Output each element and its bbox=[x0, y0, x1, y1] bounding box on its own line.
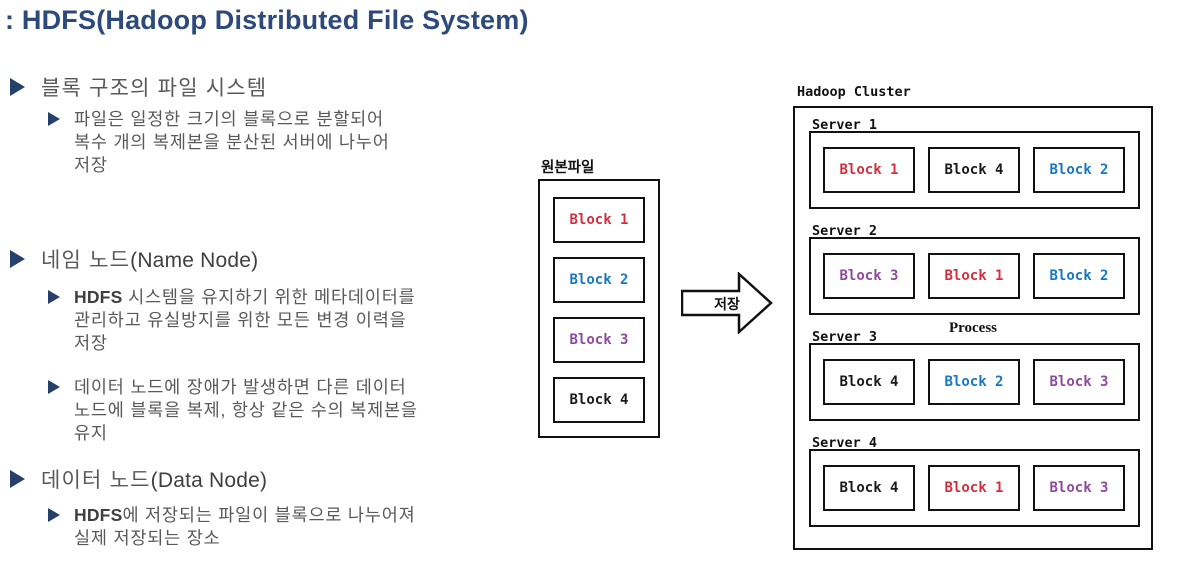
bullet-triangle-icon bbox=[48, 508, 60, 522]
bullet-text: HDFS에 저장되는 파일이 블록으로 나누어져 실제 저장되는 장소 bbox=[74, 504, 416, 550]
section-heading-data-node: 데이터 노드(Data Node) bbox=[0, 464, 267, 494]
section-heading-text: 블록 구조의 파일 시스템 bbox=[41, 72, 267, 102]
bullet-triangle-icon bbox=[48, 380, 60, 394]
cluster-label: Hadoop Cluster bbox=[797, 84, 911, 100]
server-1-box: Block 1 Block 4 Block 2 bbox=[809, 131, 1140, 209]
bullet-line: 저장 bbox=[74, 333, 108, 353]
process-label: Process bbox=[948, 320, 998, 336]
source-block-4: Block 4 bbox=[553, 377, 645, 423]
save-arrow-label: 저장 bbox=[714, 296, 740, 312]
section-heading-name-node: 네임 노드(Name Node) bbox=[0, 244, 258, 274]
bullet-line: 시스템을 유지하기 위한 메타데이터를 bbox=[122, 287, 416, 307]
hadoop-cluster-box: Server 1 Block 1 Block 4 Block 2 Server … bbox=[793, 106, 1153, 550]
bullet-line: 저장 bbox=[74, 155, 108, 175]
bullet-triangle-icon bbox=[10, 78, 25, 96]
bullet-text: 파일은 일정한 크기의 블록으로 분할되어 복수 개의 복제본을 분산된 서버에… bbox=[74, 108, 390, 177]
source-file-label: 원본파일 bbox=[541, 160, 595, 176]
server-3-box: Block 4 Block 2 Block 3 bbox=[809, 343, 1140, 421]
heading-english: (Name Node) bbox=[130, 249, 259, 272]
bullet-line: 관리하고 유실방지를 위한 모든 변경 이력을 bbox=[74, 310, 407, 330]
server-3-label: Server 3 bbox=[812, 329, 878, 345]
save-arrow: 저장 bbox=[680, 271, 773, 335]
bold-term: HDFS bbox=[74, 287, 123, 307]
server-2-block-b: Block 1 bbox=[928, 253, 1020, 299]
server-4-box: Block 4 Block 1 Block 3 bbox=[809, 449, 1140, 527]
bullet-storage-place: HDFS에 저장되는 파일이 블록으로 나누어져 실제 저장되는 장소 bbox=[0, 504, 416, 550]
bullet-triangle-icon bbox=[10, 470, 25, 488]
section-heading-text: 네임 노드(Name Node) bbox=[41, 244, 258, 274]
bullet-replication: 데이터 노드에 장애가 발생하면 다른 데이터 노드에 블록을 복제, 항상 같… bbox=[0, 376, 418, 445]
server-1-block-a: Block 1 bbox=[823, 147, 915, 193]
server-1-label: Server 1 bbox=[812, 117, 878, 133]
heading-english: (Data Node) bbox=[150, 469, 268, 492]
bullet-text: 데이터 노드에 장애가 발생하면 다른 데이터 노드에 블록을 복제, 항상 같… bbox=[74, 376, 418, 445]
bullet-line: 데이터 노드에 장애가 발생하면 다른 데이터 bbox=[74, 377, 407, 397]
heading-korean: 블록 구조의 파일 시스템 bbox=[41, 77, 268, 100]
bullet-file-split: 파일은 일정한 크기의 블록으로 분할되어 복수 개의 복제본을 분산된 서버에… bbox=[0, 108, 390, 177]
bullet-triangle-icon bbox=[10, 250, 25, 268]
source-block-3: Block 3 bbox=[553, 317, 645, 363]
heading-korean: 데이터 노드 bbox=[41, 469, 151, 492]
bullet-line: 에 저장되는 파일이 블록으로 나누어져 bbox=[122, 505, 416, 525]
bullet-text: HDFS 시스템을 유지하기 위한 메타데이터를 관리하고 유실방지를 위한 모… bbox=[74, 286, 416, 355]
right-arrow-icon bbox=[680, 271, 773, 335]
server-3-block-a: Block 4 bbox=[823, 359, 915, 405]
bullet-line: 노드에 블록을 복제, 항상 같은 수의 복제본을 bbox=[74, 400, 418, 420]
bold-term: HDFS bbox=[74, 505, 123, 525]
bullet-line: 유지 bbox=[74, 423, 108, 443]
server-4-block-c: Block 3 bbox=[1033, 465, 1125, 511]
server-2-block-c: Block 2 bbox=[1033, 253, 1125, 299]
source-file-box: Block 1 Block 2 Block 3 Block 4 bbox=[538, 179, 660, 438]
server-2-box: Block 3 Block 1 Block 2 bbox=[809, 237, 1140, 315]
server-4-block-a: Block 4 bbox=[823, 465, 915, 511]
server-2-label: Server 2 bbox=[812, 223, 878, 239]
source-block-2: Block 2 bbox=[553, 257, 645, 303]
heading-korean: 네임 노드 bbox=[41, 249, 131, 272]
section-heading-block-structure: 블록 구조의 파일 시스템 bbox=[0, 72, 267, 102]
server-3-block-c: Block 3 bbox=[1033, 359, 1125, 405]
server-1-block-b: Block 4 bbox=[928, 147, 1020, 193]
bullet-triangle-icon bbox=[48, 290, 60, 304]
server-3-block-b: Block 2 bbox=[928, 359, 1020, 405]
server-1-block-c: Block 2 bbox=[1033, 147, 1125, 193]
bullet-line: 복수 개의 복제본을 분산된 서버에 나누어 bbox=[74, 132, 390, 152]
section-heading-text: 데이터 노드(Data Node) bbox=[41, 464, 267, 494]
source-block-1: Block 1 bbox=[553, 197, 645, 243]
bullet-line: 실제 저장되는 장소 bbox=[74, 528, 221, 548]
bullet-triangle-icon bbox=[48, 112, 60, 126]
server-2-block-a: Block 3 bbox=[823, 253, 915, 299]
page-title: : HDFS(Hadoop Distributed File System) bbox=[5, 5, 529, 35]
server-4-block-b: Block 1 bbox=[928, 465, 1020, 511]
server-4-label: Server 4 bbox=[812, 435, 878, 451]
bullet-metadata: HDFS 시스템을 유지하기 위한 메타데이터를 관리하고 유실방지를 위한 모… bbox=[0, 286, 416, 355]
bullet-line: 파일은 일정한 크기의 블록으로 분할되어 bbox=[74, 109, 384, 129]
